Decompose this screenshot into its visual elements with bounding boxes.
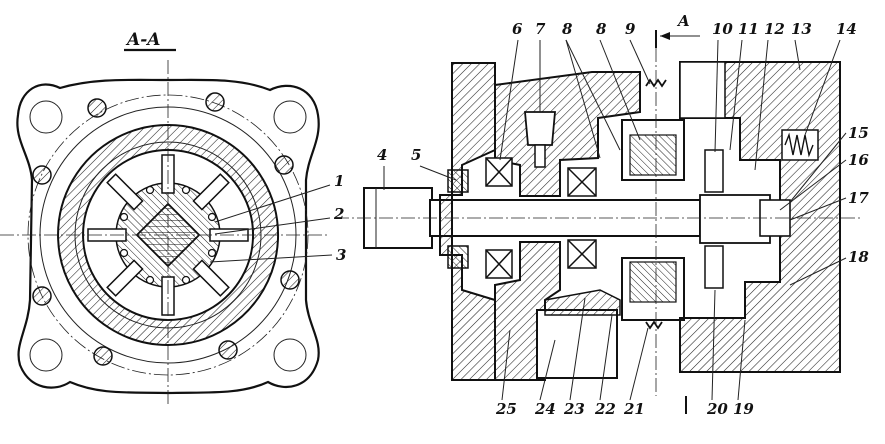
part-label-10: 10 xyxy=(712,20,733,38)
leader-line-3 xyxy=(209,254,333,263)
part-label-19: 19 xyxy=(733,400,754,418)
valve-plunger xyxy=(704,149,724,193)
inlet-port xyxy=(679,61,726,119)
part-label-4: 4 xyxy=(377,146,387,164)
part-label-25: 25 xyxy=(495,400,517,418)
bolts xyxy=(32,92,300,366)
part-label-15: 15 xyxy=(848,124,869,142)
longitudinal-section: A xyxy=(335,12,860,414)
part-label-23: 23 xyxy=(563,400,585,418)
part-label-3: 3 xyxy=(336,246,346,264)
part-label-5: 5 xyxy=(411,146,421,164)
leader-lines xyxy=(383,39,847,401)
vane-springs xyxy=(119,185,217,285)
flange-outline xyxy=(16,78,320,395)
part-label-13: 13 xyxy=(791,20,812,38)
outlet-channel xyxy=(544,289,621,316)
pump-housing xyxy=(494,71,641,197)
part-label-8b: 8 xyxy=(596,20,607,38)
bolt xyxy=(205,92,225,112)
section-arrow-label: A xyxy=(676,12,690,30)
part-label-21: 21 xyxy=(623,400,645,418)
bolt xyxy=(32,165,52,185)
mounting-hole xyxy=(273,100,307,134)
section-view-a-a: A-A xyxy=(0,30,333,405)
bolt xyxy=(218,340,238,360)
part-label-18: 18 xyxy=(848,248,869,266)
part-labels: 1 2 3 4 5 6 7 8 8 9 10 11 12 13 14 15 16… xyxy=(333,20,869,418)
stator-ring xyxy=(57,124,280,346)
part-label-8a: 8 xyxy=(562,20,573,38)
part-label-6: 6 xyxy=(512,20,523,38)
part-label-20: 20 xyxy=(706,400,728,418)
part-label-17: 17 xyxy=(848,189,869,207)
leader-line-2 xyxy=(214,217,331,235)
drain-plug xyxy=(524,111,556,146)
part-label-11: 11 xyxy=(738,20,759,38)
part-label-16: 16 xyxy=(848,151,869,169)
part-label-9: 9 xyxy=(625,20,636,38)
outlet-port xyxy=(536,309,618,379)
mounting-hole xyxy=(273,338,307,372)
part-label-2: 2 xyxy=(333,205,344,223)
part-label-24: 24 xyxy=(534,400,556,418)
splined-shaft xyxy=(135,202,201,268)
part-label-14: 14 xyxy=(836,20,857,38)
bolt xyxy=(93,346,113,366)
shaft-seal xyxy=(447,245,469,269)
section-label: A-A xyxy=(125,30,160,50)
bolt xyxy=(280,270,300,290)
bearings xyxy=(485,157,597,279)
bolt xyxy=(87,98,107,118)
shaft-seal xyxy=(447,169,469,193)
spring-21 xyxy=(645,320,663,330)
bolt xyxy=(274,155,294,175)
mounting-hole xyxy=(29,100,63,134)
vane xyxy=(106,259,144,297)
mounting-hole xyxy=(29,338,63,372)
vane xyxy=(192,173,230,211)
pressure-spring xyxy=(784,132,814,158)
vane xyxy=(192,259,230,297)
part-label-12: 12 xyxy=(764,20,785,38)
part-label-22: 22 xyxy=(594,400,616,418)
bolt xyxy=(32,286,52,306)
spring-housing xyxy=(781,129,819,161)
part-label-1: 1 xyxy=(334,172,344,190)
leader-line-1 xyxy=(214,184,331,223)
valve-plunger xyxy=(704,245,724,289)
part-label-7: 7 xyxy=(535,20,546,38)
vane xyxy=(106,173,144,211)
vanes xyxy=(87,154,249,316)
